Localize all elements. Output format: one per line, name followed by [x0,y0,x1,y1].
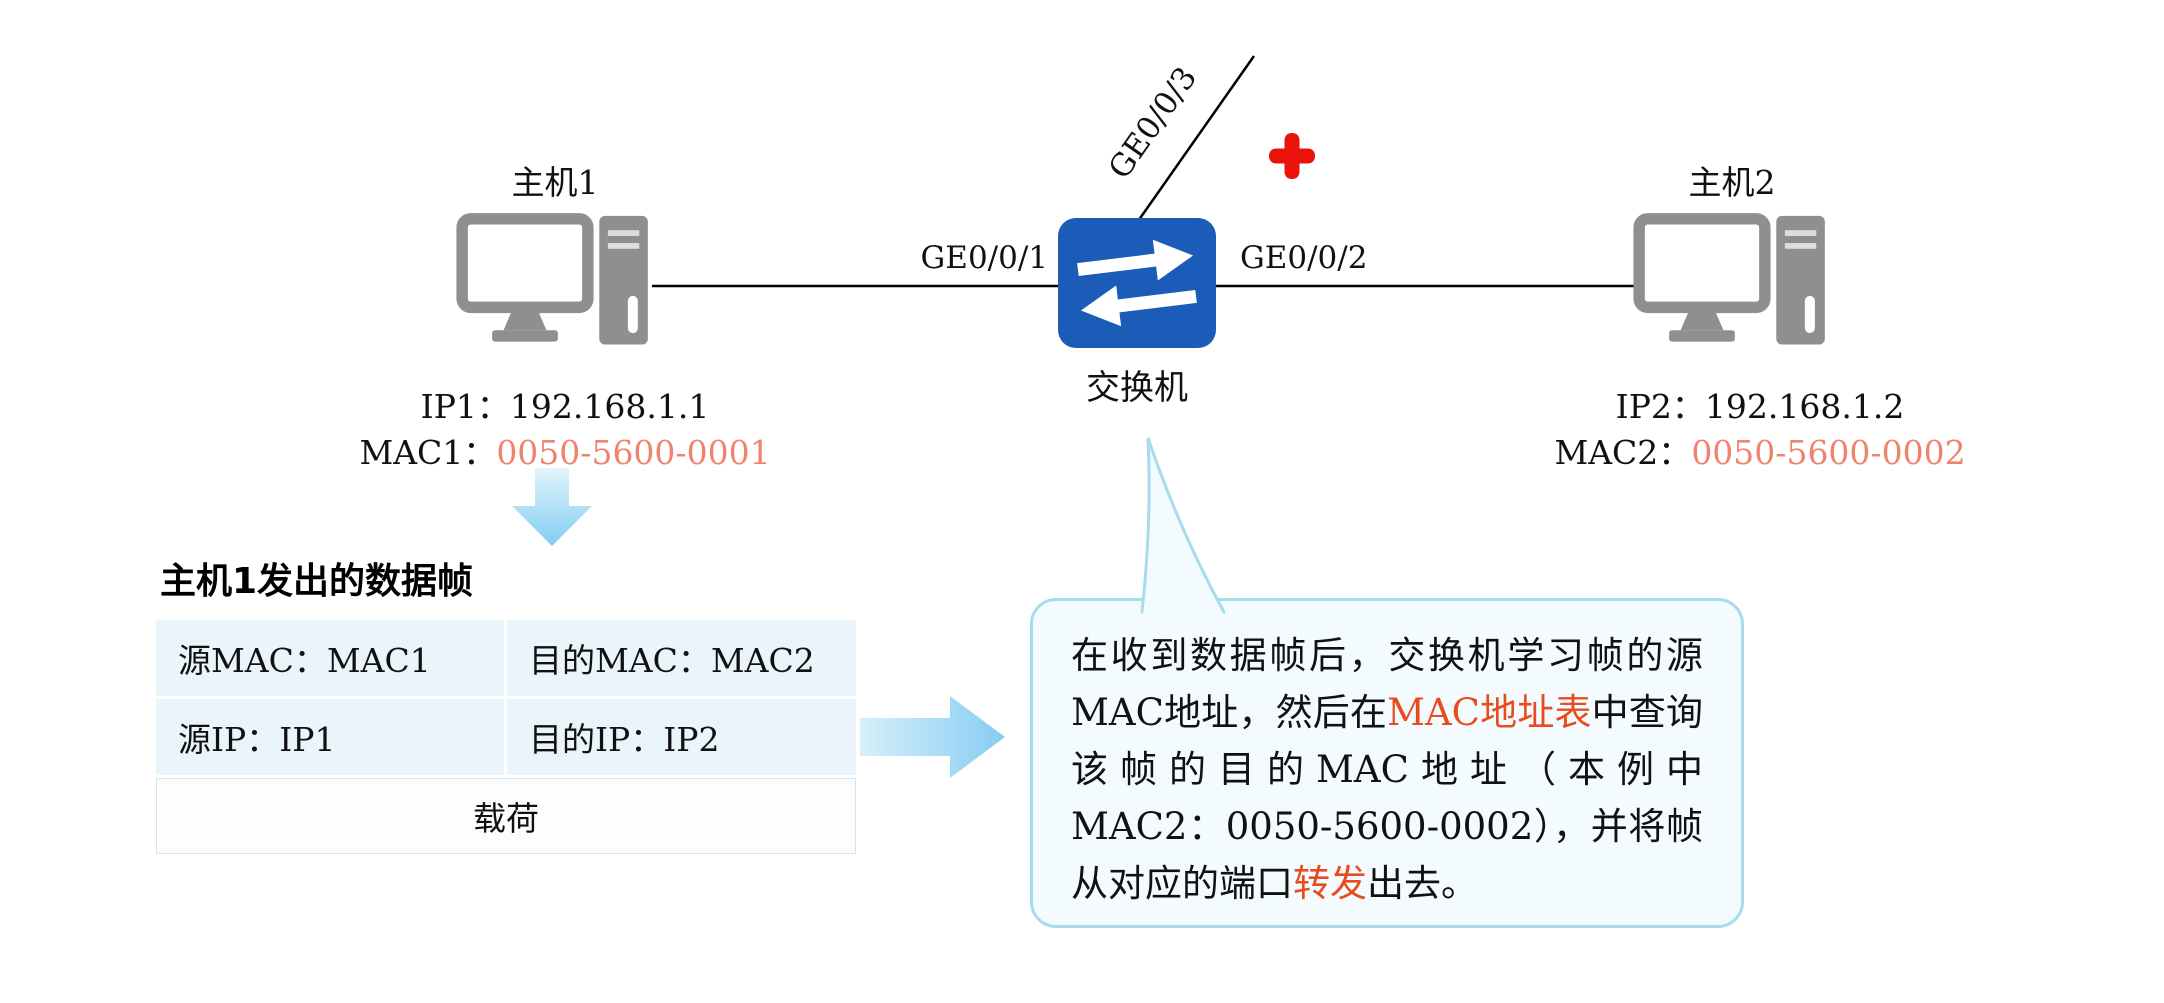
host2-address-block: IP2：192.168.1.2 MAC2：0050-5600-0002 [1520,384,2000,476]
host2-ip: IP2：192.168.1.2 [1615,387,1905,426]
bubble-seg-3: 中查询该帧的目的MAC地址（本例中MAC2：0050-5600-0002），并将… [1071,691,1704,905]
switch-explanation-bubble: 在收到数据帧后，交换机学习帧的源MAC地址，然后在MAC地址表中查询该帧的目的M… [1030,598,1744,928]
frame-cell-payload: 载荷 [156,778,856,854]
host1-computer-icon [456,213,648,345]
switch-label: 交换机 [1086,368,1188,408]
bubble-seg-5: 出去。 [1367,862,1478,905]
bubble-seg-forward: 转发 [1293,862,1367,905]
host2-label: 主机2 [1688,163,1776,202]
host1-mac: MAC1：0050-5600-0001 [359,433,771,472]
switch-icon [1058,218,1216,348]
port-ge001-label: GE0/0/1 [920,240,1048,276]
bubble-seg-mac-table: MAC地址表 [1387,691,1592,734]
host2-mac: MAC2：0050-5600-0002 [1554,433,1966,472]
frame-cell-dst-ip: 目的IP：IP2 [507,699,856,775]
host1-ip: IP1：192.168.1.1 [420,387,710,426]
host2-mac-value: 0050-5600-0002 [1691,433,1966,472]
frame-cell-dst-mac: 目的MAC：MAC2 [507,620,856,696]
frame-cell-src-mac: 源MAC：MAC1 [156,620,504,696]
bubble-text: 在收到数据帧后，交换机学习帧的源MAC地址，然后在MAC地址表中查询该帧的目的M… [1071,627,1703,912]
host1-address-block: IP1：192.168.1.1 MAC1：0050-5600-0001 [340,384,790,476]
down-arrow-icon [512,468,592,546]
link-switch-ge003 [1134,55,1256,225]
red-plus-icon [1269,133,1315,179]
port-ge002-label: GE0/0/2 [1240,240,1368,276]
bubble-seg-1: 在收到数据帧后，交换机学习帧的源MAC地址，然后在 [1071,634,1703,734]
right-arrow-icon [860,696,1005,778]
host2-computer-icon [1633,213,1825,345]
host1-label: 主机1 [511,163,599,202]
frame-table: 源MAC：MAC1 目的MAC：MAC2 源IP：IP1 目的IP：IP2 载荷 [156,620,856,854]
frame-cell-src-ip: 源IP：IP1 [156,699,504,775]
frame-title: 主机1发出的数据帧 [160,561,474,602]
host1-mac-value: 0050-5600-0001 [496,433,771,472]
